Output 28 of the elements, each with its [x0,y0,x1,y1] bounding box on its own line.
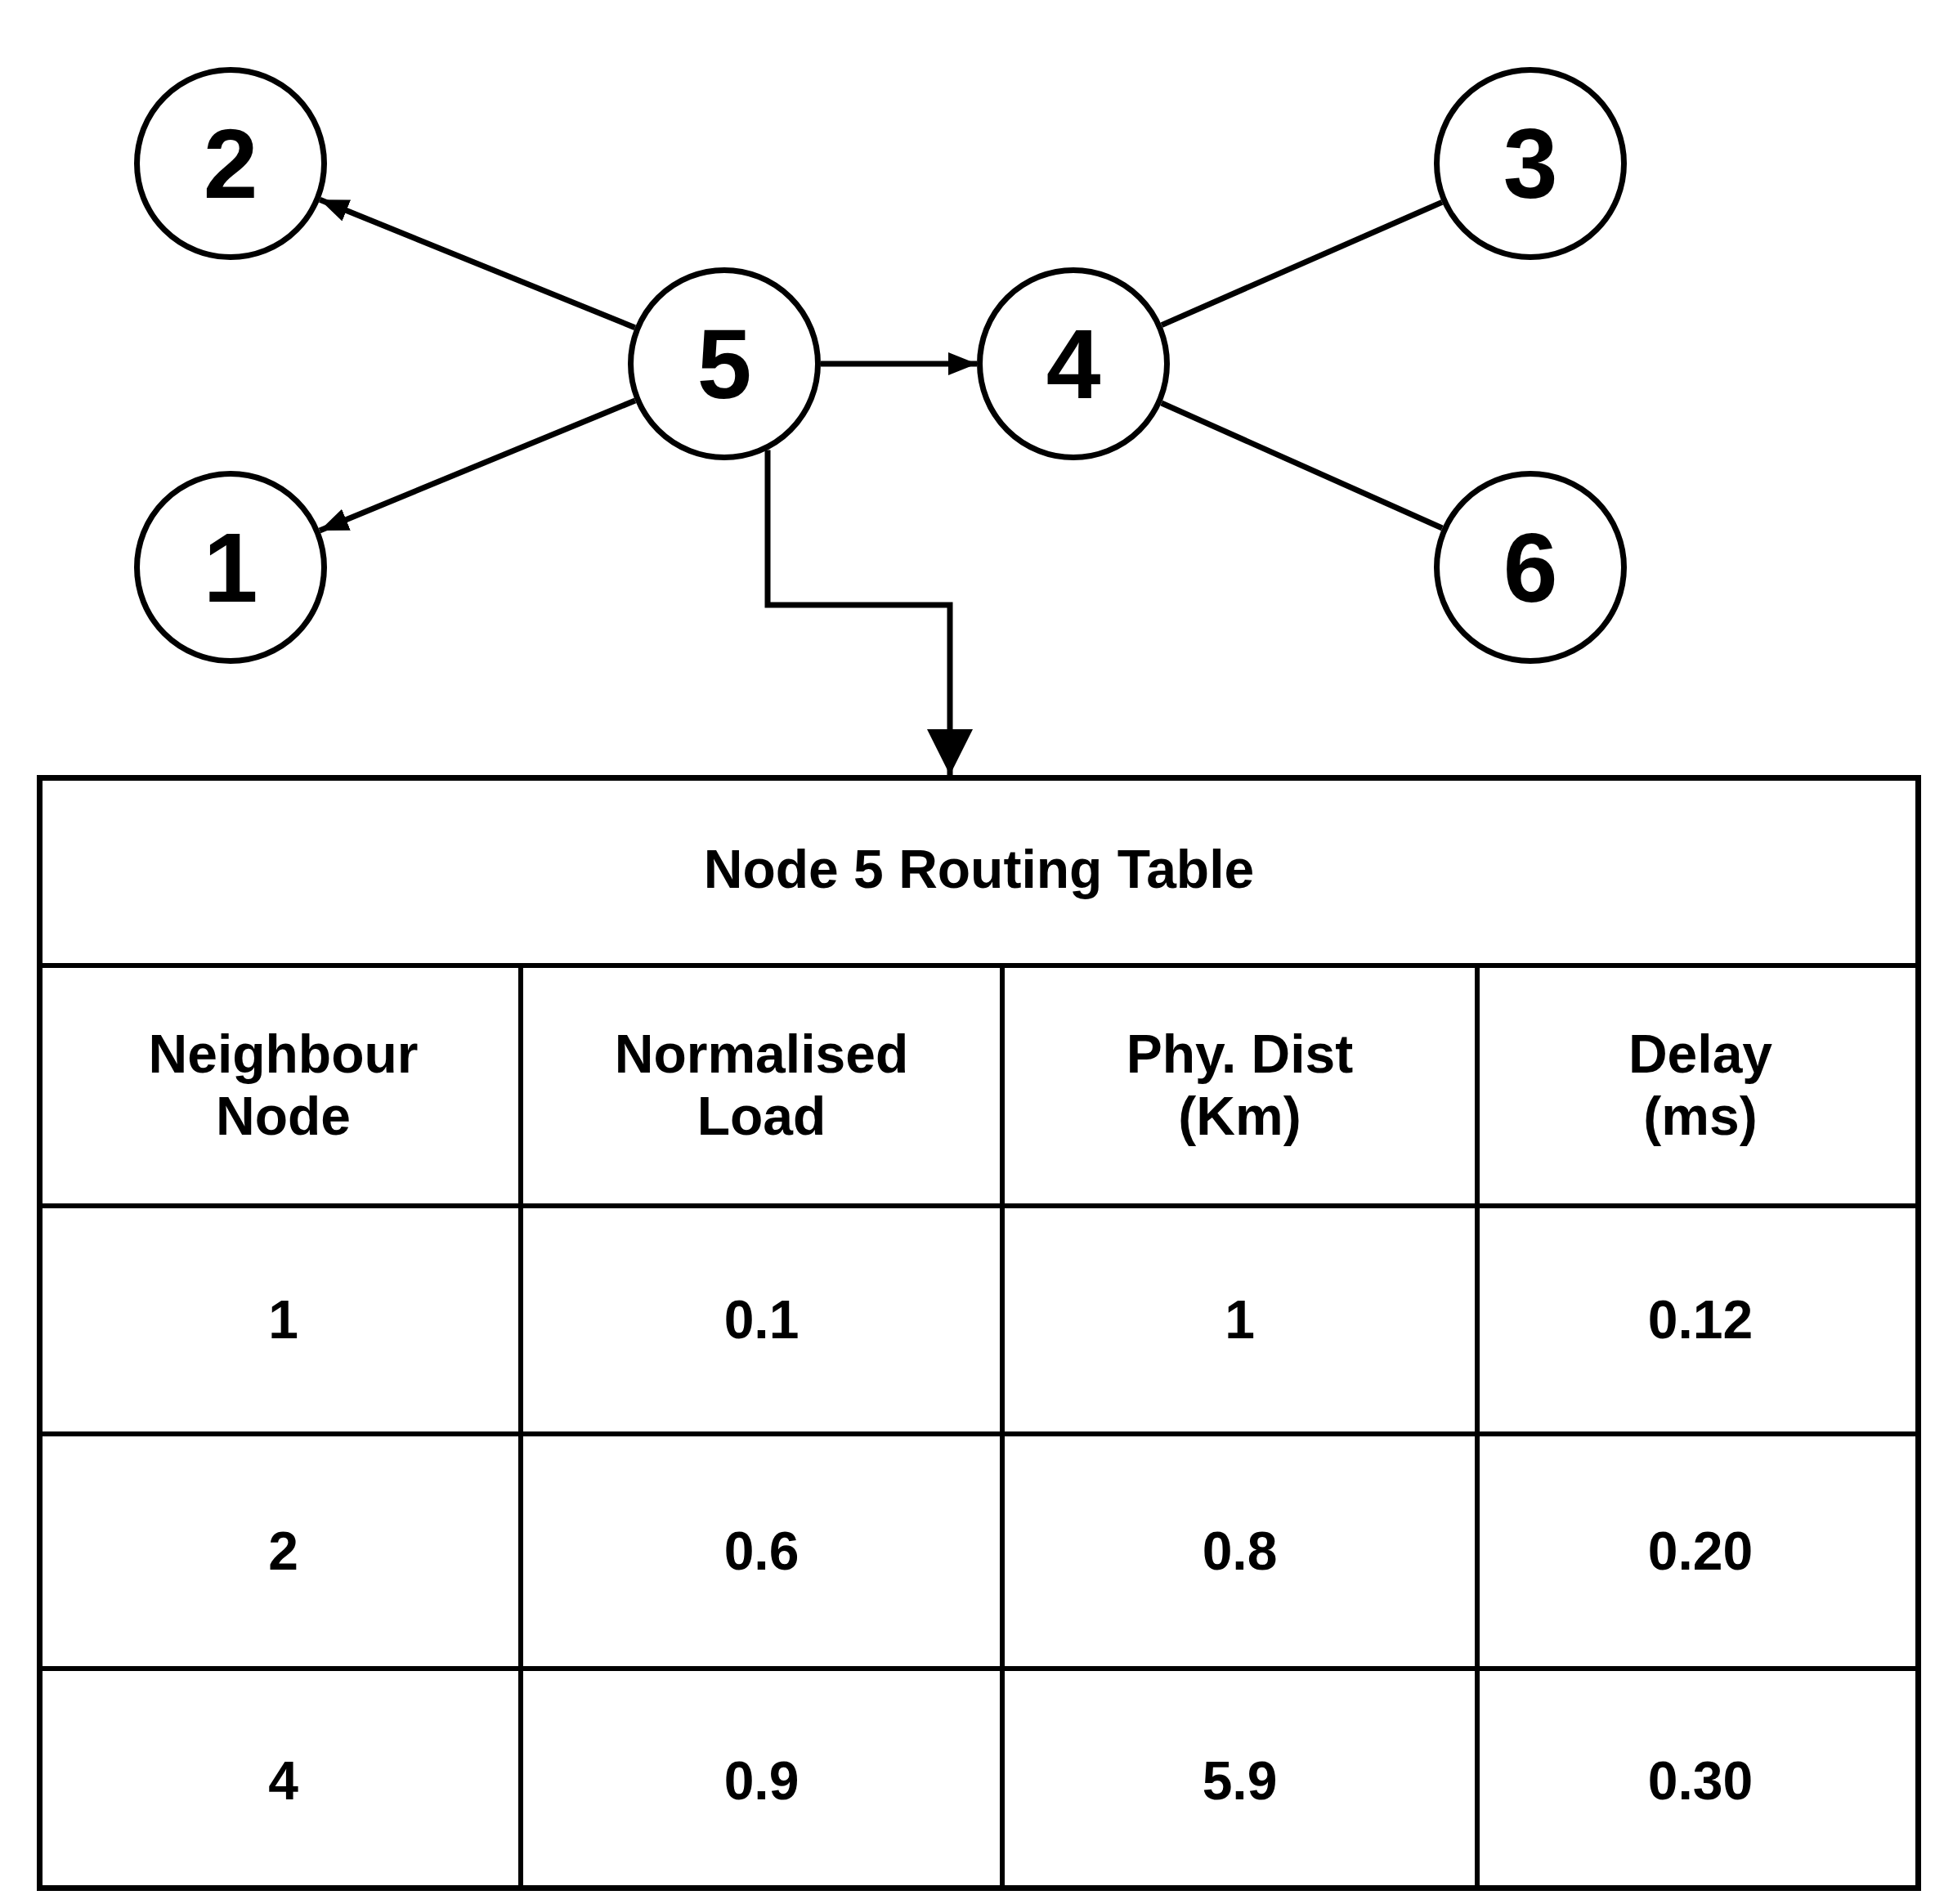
table-cell: 0.12 [1475,1203,1921,1431]
table-cell: 0.30 [1475,1666,1921,1891]
table-cell: 0.9 [518,1666,1000,1891]
arrow [318,397,637,534]
table-cell: 0.6 [518,1431,1000,1666]
table-cell: 0.20 [1475,1431,1921,1666]
table-cell: 4 [43,1666,524,1891]
node-circle: 1 [134,471,327,664]
table-header-cell: Neighbour Node [43,963,524,1203]
table-header-cell: Phy. Dist (Km) [1000,963,1475,1203]
table-header-cell: Normalised Load [518,963,1000,1203]
table-cell: 1 [43,1203,524,1431]
table-cell: 0.8 [1000,1431,1475,1666]
table-header-cell: Delay (ms) [1475,963,1921,1203]
table-cell: 1 [1000,1203,1475,1431]
table-cell: 5.9 [1000,1666,1475,1891]
routing-table [37,775,1921,1891]
node-circle: 5 [628,267,821,460]
connector-line [1160,199,1444,328]
table-cell: 0.1 [518,1203,1000,1431]
node-circle: 2 [134,67,327,260]
node-circle: 4 [977,267,1170,460]
arrow [821,352,977,375]
table-cell: 2 [43,1431,524,1666]
node-circle: 6 [1434,471,1627,664]
arrow [764,450,973,775]
node-circle: 3 [1434,67,1627,260]
arrow [319,197,636,330]
